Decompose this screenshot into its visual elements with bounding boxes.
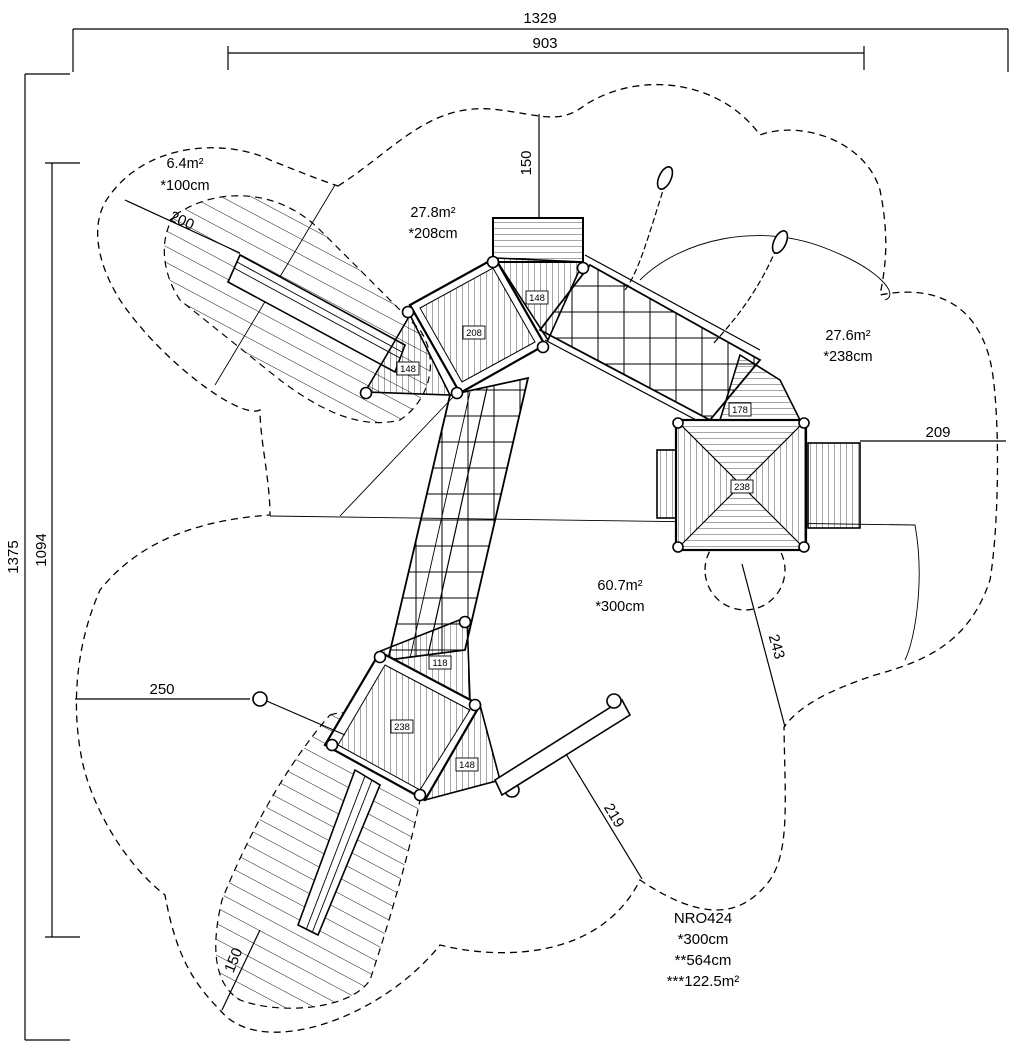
dimension-overall-width: 1329 bbox=[72, 10, 1009, 72]
zone-right-height: *238cm bbox=[823, 349, 872, 365]
balance-rope bbox=[252, 691, 346, 736]
dimension-right-clearance-label: 209 bbox=[925, 424, 950, 441]
zone-top-mid-height: *208cm bbox=[408, 226, 457, 242]
chain-ladder-left bbox=[624, 166, 674, 291]
svg-text:148: 148 bbox=[529, 293, 545, 304]
dimension-overall-height-label: 1375 bbox=[5, 540, 22, 573]
lower-platform bbox=[323, 615, 520, 802]
svg-text:238: 238 bbox=[734, 482, 750, 493]
svg-text:148: 148 bbox=[459, 760, 475, 771]
top-entry-step bbox=[492, 217, 584, 263]
dimension-overall-height: 1375 bbox=[5, 73, 70, 1041]
dimension-right-clearance: 209 bbox=[860, 424, 1006, 442]
dimension-inner-height-label: 1094 bbox=[33, 533, 50, 566]
roofed-tower bbox=[656, 417, 861, 553]
right-zone-outline bbox=[639, 235, 891, 301]
dimension-right-diagonal: 243 bbox=[741, 563, 788, 728]
dimension-bottom-diagonal-label: 219 bbox=[600, 801, 627, 831]
svg-text:178: 178 bbox=[732, 405, 748, 416]
zone-divider-line bbox=[339, 394, 456, 517]
tag-lower-inner: 238 bbox=[390, 719, 414, 734]
dimension-right-diagonal-label: 243 bbox=[765, 632, 788, 661]
zone-top-mid-area: 27.8m² bbox=[410, 205, 455, 221]
zone-center-height: *300cm bbox=[595, 599, 644, 615]
svg-text:118: 118 bbox=[432, 658, 447, 669]
dimension-inner-width: 903 bbox=[227, 35, 865, 70]
dimension-bottom-diagonal: 219 bbox=[565, 753, 643, 880]
zone-center-area: 60.7m² bbox=[597, 578, 642, 594]
tag-upper-right-side: 148 bbox=[525, 290, 549, 305]
chain-ladder-right bbox=[711, 230, 789, 346]
tag-lower-side: 148 bbox=[455, 757, 479, 772]
svg-text:208: 208 bbox=[466, 328, 482, 339]
tag-upper-left-side: 148 bbox=[396, 361, 420, 376]
dimension-left-clearance: 250 bbox=[75, 681, 250, 700]
tag-lower-top: 118 bbox=[428, 655, 452, 670]
safety-zone-outline bbox=[75, 83, 999, 1033]
center-zone-outline bbox=[269, 515, 920, 661]
zone-top-left-height: *100cm bbox=[160, 178, 209, 194]
tag-upper-inner: 208 bbox=[462, 325, 486, 340]
dimension-top-clearance-label: 150 bbox=[518, 150, 535, 175]
svg-text:238: 238 bbox=[394, 722, 410, 733]
bottom-slide bbox=[297, 768, 382, 937]
tag-right-step: 178 bbox=[728, 402, 752, 417]
zone-right-area: 27.6m² bbox=[825, 328, 870, 344]
tag-tower-top: 238 bbox=[730, 479, 754, 494]
side-rail-bottom-right bbox=[493, 693, 632, 797]
zone-top-left-area: 6.4m² bbox=[166, 156, 203, 172]
product-area: ***122.5m² bbox=[667, 973, 740, 990]
dimension-inner-width-label: 903 bbox=[532, 35, 557, 52]
dimension-left-clearance-label: 250 bbox=[149, 681, 174, 698]
svg-text:148: 148 bbox=[400, 364, 416, 375]
product-code: NRO424 bbox=[674, 910, 732, 927]
product-height-1: *300cm bbox=[678, 931, 729, 948]
product-label: NRO424 *300cm **564cm ***122.5m² bbox=[667, 910, 740, 990]
dimension-top-clearance: 150 bbox=[518, 114, 540, 218]
product-height-2: **564cm bbox=[675, 952, 732, 969]
dimension-inner-height: 1094 bbox=[33, 162, 80, 938]
net-tunnel bbox=[538, 254, 802, 431]
dimension-overall-width-label: 1329 bbox=[523, 10, 556, 27]
